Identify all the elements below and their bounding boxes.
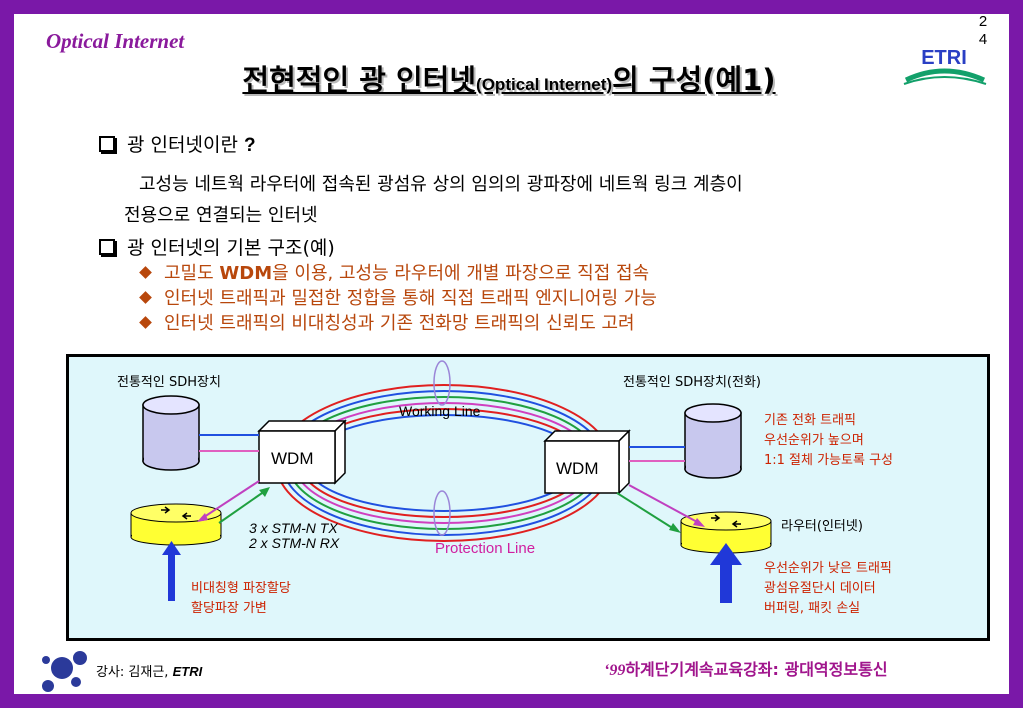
phone-traffic-note: 기존 전화 트래픽 우선순위가 높으며 1:1 절체 가능토록 구성 <box>764 411 893 471</box>
asym-line1: 비대칭형 파장할당 <box>191 581 291 596</box>
stm-rx-label: 2 x STM-N RX <box>249 535 340 551</box>
square-bullet-icon <box>99 239 115 255</box>
wdm-right-label: WDM <box>556 459 599 478</box>
structure-bullet-2: 인터넷 트래픽과 밀접한 정합을 통해 직접 트래픽 엔지니어링 가능 <box>139 284 657 310</box>
phone-traffic-line3: 1:1 절체 가능토록 구성 <box>764 453 893 468</box>
asymmetric-arrows <box>162 541 742 603</box>
working-line-label: Working Line <box>399 403 481 419</box>
left-sdh-label: 전통적인 SDH장치 <box>117 375 221 390</box>
bullet-2-text: 인터넷 트래픽과 밀접한 정합을 통해 직접 트래픽 엔지니어링 가능 <box>164 288 657 309</box>
lecturer-org: ETRI <box>172 664 203 679</box>
low-priority-line3: 버퍼링, 패킷 손실 <box>764 601 861 616</box>
page-number-line2: 4 <box>978 31 988 48</box>
title-paren: (Optical Internet) <box>476 75 613 94</box>
router-links <box>197 480 705 533</box>
router-left <box>130 503 222 546</box>
bullet-1-post: 을 이용, 고성능 라우터에 개별 파장으로 직접 접속 <box>272 263 650 284</box>
protection-lens-marker <box>433 490 451 536</box>
bullet-3-text: 인터넷 트래픽의 비대칭성과 기존 전화망 트래픽의 신뢰도 고려 <box>164 313 635 334</box>
slide: Optical Internet 2 4 ETRI 전현적인 광 인터넷(Opt… <box>14 13 1009 694</box>
sdh-left-cylinder <box>142 395 200 471</box>
sdh-links <box>199 434 685 462</box>
course-info: ‘99하계단기계속교육강좌: 광대역정보통신 <box>604 656 888 680</box>
stm-tx-label: 3 x STM-N TX <box>249 520 338 536</box>
course-year: ‘99 <box>604 662 626 679</box>
low-priority-line1: 우선순위가 낮은 트래픽 <box>764 561 892 576</box>
structure-bullet-1: 고밀도 WDM을 이용, 고성능 라우터에 개별 파장으로 직접 접속 <box>139 259 650 285</box>
phone-traffic-line1: 기존 전화 트래픽 <box>764 413 856 428</box>
low-priority-line2: 광섬유절단시 데이터 <box>764 581 876 596</box>
network-diagram-svg <box>130 360 772 603</box>
low-priority-note: 우선순위가 낮은 트래픽 광섬유절단시 데이터 버퍼링, 패킷 손실 <box>764 559 892 619</box>
diamond-bullet-icon <box>139 266 152 279</box>
etri-logo: ETRI <box>903 47 987 85</box>
diamond-bullet-icon <box>139 291 152 304</box>
wdm-right-box <box>543 429 631 495</box>
sdh-right-cylinder <box>684 403 742 479</box>
working-lens-marker <box>433 360 451 406</box>
lecturer-prefix: 강사: 김재근, <box>96 665 173 680</box>
square-bullet-icon <box>99 136 115 152</box>
section1-heading: 광 인터넷이란 <box>127 134 238 156</box>
course-name: 하계단기계속교육강좌: 광대역정보통신 <box>625 660 888 679</box>
bullet-1-bold: WDM <box>219 263 273 284</box>
phone-traffic-line2: 우선순위가 높으며 <box>764 433 864 448</box>
page-number: 2 4 <box>976 13 990 49</box>
bullet-1-pre: 고밀도 <box>164 263 220 284</box>
section1-heading-mark: ? <box>243 135 256 156</box>
protection-line-label: Protection Line <box>435 540 536 557</box>
decorative-dots-icon <box>42 651 87 692</box>
etri-logo-text: ETRI <box>921 47 967 69</box>
title-suffix: 의 구성(예1) <box>612 63 776 97</box>
title-main: 전현적인 광 인터넷 <box>242 63 477 97</box>
section-basic-structure: 광 인터넷의 기본 구조(예) <box>99 233 335 260</box>
structure-bullet-3: 인터넷 트래픽의 비대칭성과 기존 전화망 트래픽의 신뢰도 고려 <box>139 309 635 335</box>
brand-title: Optical Internet <box>46 29 185 53</box>
router-label: 라우터(인터넷) <box>781 519 863 534</box>
section2-heading: 광 인터넷의 기본 구조(예) <box>127 237 335 259</box>
asymmetric-note: 비대칭형 파장할당 할당파장 가변 <box>191 579 291 619</box>
section1-desc-line2: 전용으로 연결되는 인터넷 <box>124 205 318 226</box>
network-diagram: 전통적인 SDH장치 전통적인 SDH장치(전화) Working Line P… <box>66 354 990 641</box>
right-sdh-label: 전통적인 SDH장치(전화) <box>623 375 761 390</box>
page-number-line1: 2 <box>978 13 988 30</box>
section1-desc-line1: 고성능 네트웍 라우터에 접속된 광섬유 상의 임의의 광파장에 네트웍 링크 … <box>139 174 743 195</box>
diamond-bullet-icon <box>139 316 152 329</box>
section-optical-internet-definition: 광 인터넷이란 ? <box>99 130 256 157</box>
router-right <box>680 511 772 554</box>
wdm-left-box <box>257 419 347 485</box>
asym-line2: 할당파장 가변 <box>191 601 267 616</box>
wdm-left-label: WDM <box>271 449 314 468</box>
page-title: 전현적인 광 인터넷(Optical Internet)의 구성(예1) <box>14 57 1004 99</box>
lecturer-info: 강사: 김재근, ETRI <box>96 661 202 680</box>
